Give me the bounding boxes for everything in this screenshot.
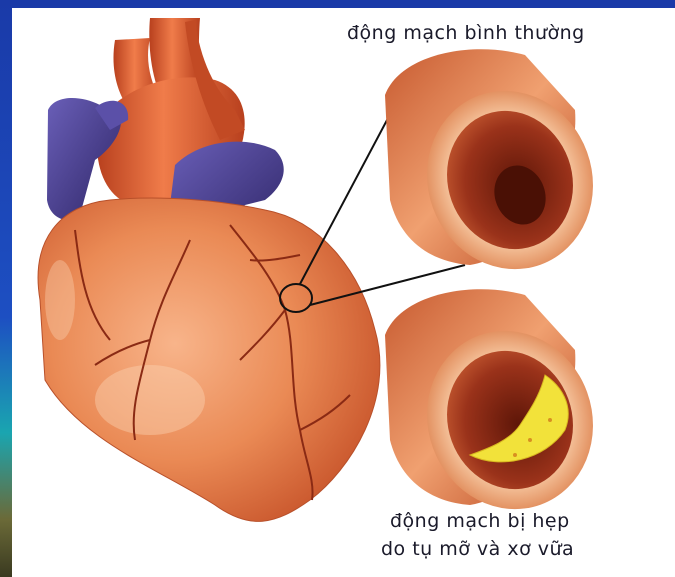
normal-artery <box>385 49 618 292</box>
normal-artery-label: động mạch bình thường <box>347 22 585 44</box>
narrowed-artery <box>385 289 618 532</box>
heart-body <box>38 198 380 521</box>
narrowed-artery-label-line1: động mạch bị hẹp <box>390 510 570 532</box>
narrowed-artery-label-line2: do tụ mỡ và xơ vữa <box>381 538 574 560</box>
